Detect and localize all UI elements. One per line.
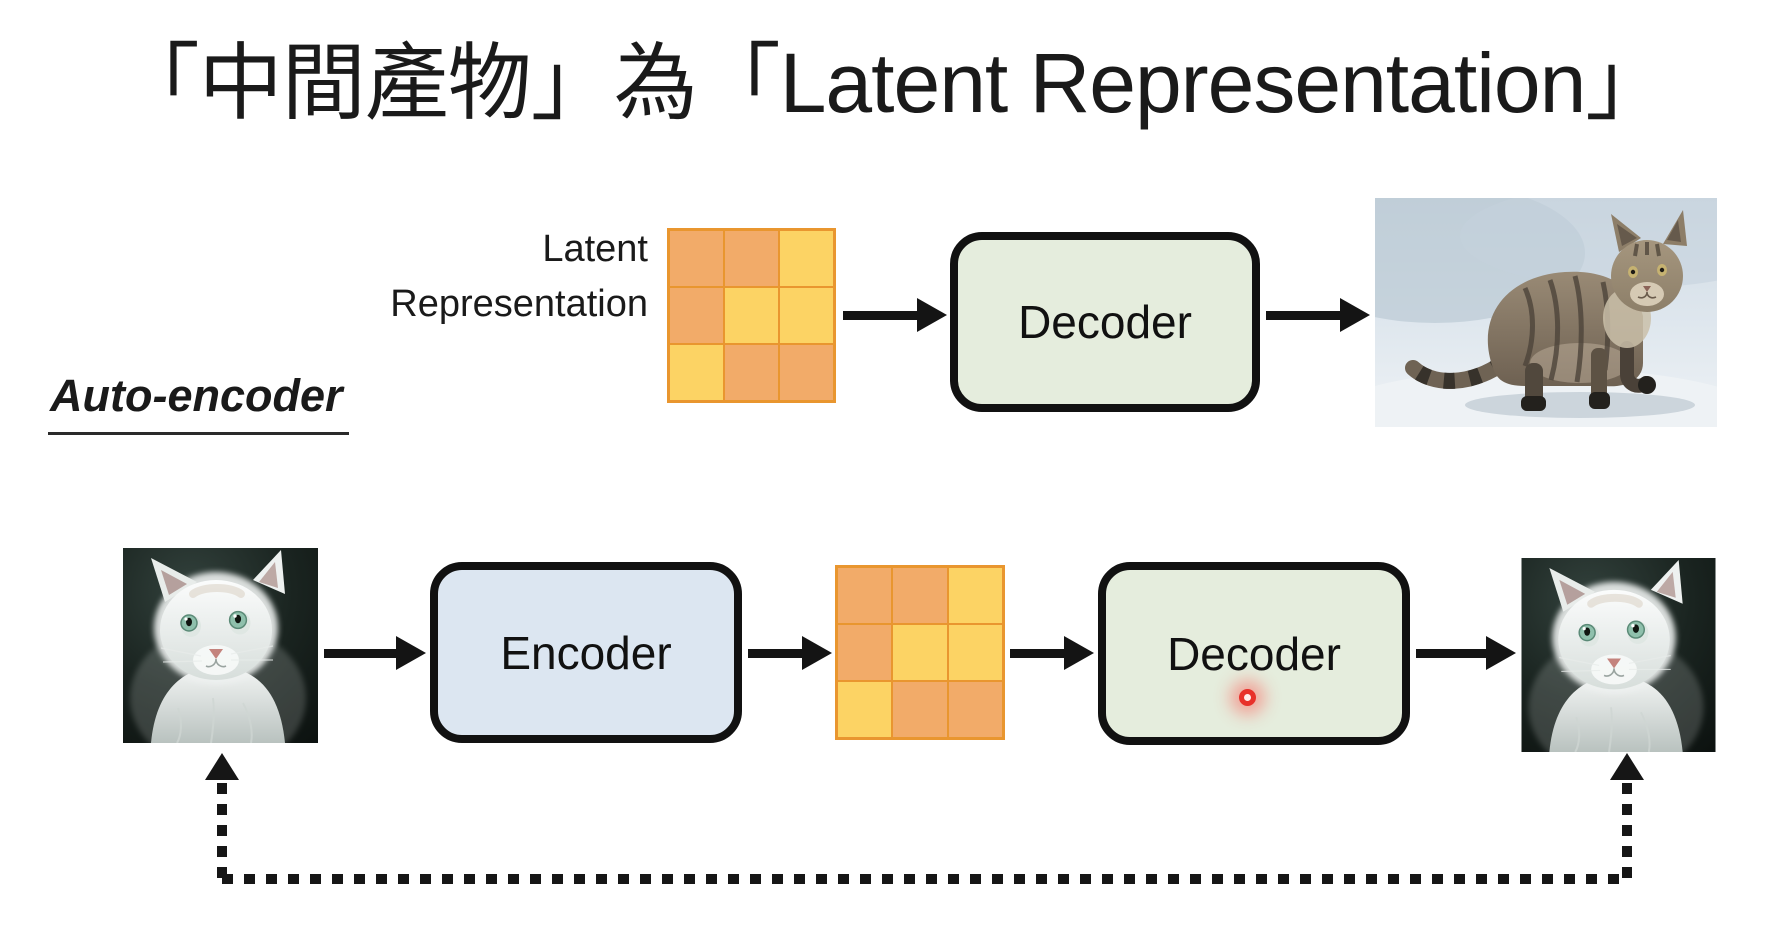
latent-cell-yellow — [837, 681, 893, 738]
latent-cell-yellow — [779, 287, 834, 344]
arrow-head — [1064, 636, 1094, 670]
decoder-box-top: Decoder — [950, 232, 1260, 412]
latent-cell-orange — [947, 681, 1003, 738]
latent-cell-orange — [892, 681, 948, 738]
latent-cell-orange — [837, 567, 893, 624]
dashed-line-left-vertical — [217, 783, 227, 879]
arrow-latent-to-decoder — [843, 298, 947, 332]
latent-cell-orange — [724, 230, 779, 287]
tabby-cat-in-snow-image — [1375, 198, 1717, 427]
white-cat-input-photo — [123, 548, 318, 743]
tabby-head — [1611, 210, 1687, 312]
arrow-shaft — [1010, 648, 1064, 658]
white-cat-output-image — [1520, 558, 1717, 752]
latent-cell-orange — [779, 344, 834, 401]
arrow-decoder-to-output-bottom — [1416, 636, 1516, 670]
latent-cell-yellow — [669, 344, 724, 401]
latent-representation-label: Latent Representation — [250, 222, 648, 332]
dashed-arrowhead-right — [1610, 753, 1644, 780]
arrow-head — [1486, 636, 1516, 670]
latent-cell-yellow — [892, 624, 948, 681]
slide-title: 「中間產物」為「Latent Representation」 — [115, 36, 1670, 130]
latent-cell-yellow — [779, 230, 834, 287]
latent-label-line2: Representation — [390, 283, 648, 325]
decoder-box-top-label: Decoder — [1018, 296, 1192, 348]
laser-pointer-dot — [1239, 689, 1256, 706]
arrow-head — [917, 298, 947, 332]
arrow-shaft — [1416, 648, 1486, 658]
arrow-shaft — [843, 310, 917, 320]
arrow-head — [802, 636, 832, 670]
decoder-box-bottom: Decoder — [1098, 562, 1410, 745]
dashed-line-bottom-horizontal — [222, 874, 1627, 884]
tabby-cat-figure — [1405, 210, 1687, 411]
auto-encoder-label: Auto-encoder — [48, 370, 349, 435]
latent-cell-yellow — [947, 567, 1003, 624]
arrow-shaft — [1266, 310, 1340, 320]
encoder-box-label: Encoder — [500, 626, 672, 679]
tabby-cat-in-snow-photo — [1375, 198, 1717, 427]
latent-cell-yellow — [724, 287, 779, 344]
latent-cell-orange — [837, 624, 893, 681]
latent-cell-orange — [724, 344, 779, 401]
arrow-latent-to-decoder-bottom — [1010, 636, 1094, 670]
dashed-arrowhead-left — [205, 753, 239, 780]
white-cat-output-photo — [1520, 558, 1717, 752]
white-cat-input-image — [123, 548, 318, 743]
latent-cell-orange — [669, 230, 724, 287]
encoder-box: Encoder — [430, 562, 742, 743]
dashed-line-right-vertical — [1622, 783, 1632, 879]
latent-cell-orange — [669, 287, 724, 344]
arrow-head — [396, 636, 426, 670]
latent-label-line1: Latent — [542, 228, 648, 270]
latent-cell-orange — [892, 567, 948, 624]
latent-grid-top — [667, 228, 836, 403]
arrow-encoder-to-latent — [748, 636, 832, 670]
arrow-shaft — [748, 648, 802, 658]
latent-cell-yellow — [947, 624, 1003, 681]
latent-grid-bottom — [835, 565, 1005, 740]
decoder-box-bottom-label: Decoder — [1167, 627, 1341, 680]
arrow-decoder-to-output — [1266, 298, 1370, 332]
arrow-input-to-encoder — [324, 636, 426, 670]
arrow-head — [1340, 298, 1370, 332]
arrow-shaft — [324, 648, 396, 658]
